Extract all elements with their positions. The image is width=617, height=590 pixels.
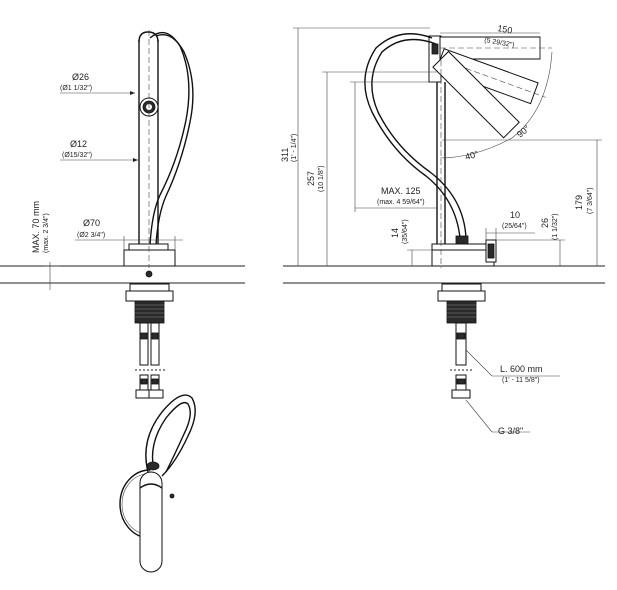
max70-inch-label: (max. 2 3/4") [43, 213, 50, 253]
dimension-max70: MAX. 70 mm (max. 2 3/4") [31, 201, 60, 290]
dimension-h26: 26 (1 1/32") [496, 213, 565, 266]
h26-label: 26 [540, 218, 550, 228]
d12-inch-label: (Ø15/32") [62, 152, 92, 159]
max70-label: MAX. 70 mm [31, 201, 41, 253]
callout-thread: G 3/8" [465, 399, 530, 436]
callout-hose: L. 600 mm (1' - 11 5/8") [465, 349, 560, 384]
angle-90-label: 90° [515, 123, 532, 140]
dimension-d26: Ø26 (Ø1 1/32") [60, 72, 135, 95]
countertop-front [0, 265, 245, 284]
d70-label: Ø70 [83, 218, 100, 228]
bottom-view-faucet [119, 394, 196, 573]
dimension-h311: 311 (1' - 1/4") [280, 27, 430, 266]
h14-inch-label: (35/64") [402, 219, 409, 244]
angle-40-label: 40° [464, 149, 480, 162]
countertop-side [283, 265, 605, 284]
h311-inch-label: (1' - 1/4") [291, 134, 298, 162]
dimension-h179: 179 (7 3/64") [442, 139, 602, 266]
front-view-faucet [123, 30, 194, 399]
d70-inch-label: (Ø2 3/4") [77, 232, 105, 239]
dimension-h14: 14 (35/64") [390, 219, 432, 266]
w10-label: 10 [510, 210, 520, 220]
h179-inch-label: (7 3/64") [587, 187, 594, 214]
h257-inch-label: (10 1/8") [318, 165, 325, 192]
side-view-faucet [364, 33, 552, 399]
max125-inch-label: (max. 4 59/64") [377, 199, 425, 206]
w150-label: 150 [497, 23, 514, 35]
h311-label: 311 [280, 148, 290, 162]
h179-label: 179 [574, 195, 584, 210]
thread-label: G 3/8" [498, 426, 523, 436]
dimension-w10: 10 (25/64") [485, 210, 535, 240]
dimension-max125: MAX. 125 (max. 4 59/64") [350, 81, 437, 212]
h14-label: 14 [390, 228, 400, 238]
d26-inch-label: (Ø1 1/32") [60, 85, 92, 92]
h257-label: 257 [306, 171, 316, 186]
dimension-d12: Ø12 (Ø15/32") [60, 139, 138, 162]
d26-label: Ø26 [72, 72, 89, 82]
max125-label: MAX. 125 [381, 186, 421, 196]
dimension-d70: Ø70 (Ø2 3/4") [75, 218, 183, 250]
h26-inch-label: (1 1/32") [552, 213, 559, 240]
dimension-angles: 90° 40° [439, 51, 553, 162]
w10-inch-label: (25/64") [502, 223, 527, 230]
d12-label: Ø12 [70, 139, 87, 149]
hose-length-label: L. 600 mm [500, 364, 543, 374]
dimension-h257: 257 (10 1/8") [306, 71, 437, 266]
hose-length-inch-label: (1' - 11 5/8") [502, 377, 540, 384]
